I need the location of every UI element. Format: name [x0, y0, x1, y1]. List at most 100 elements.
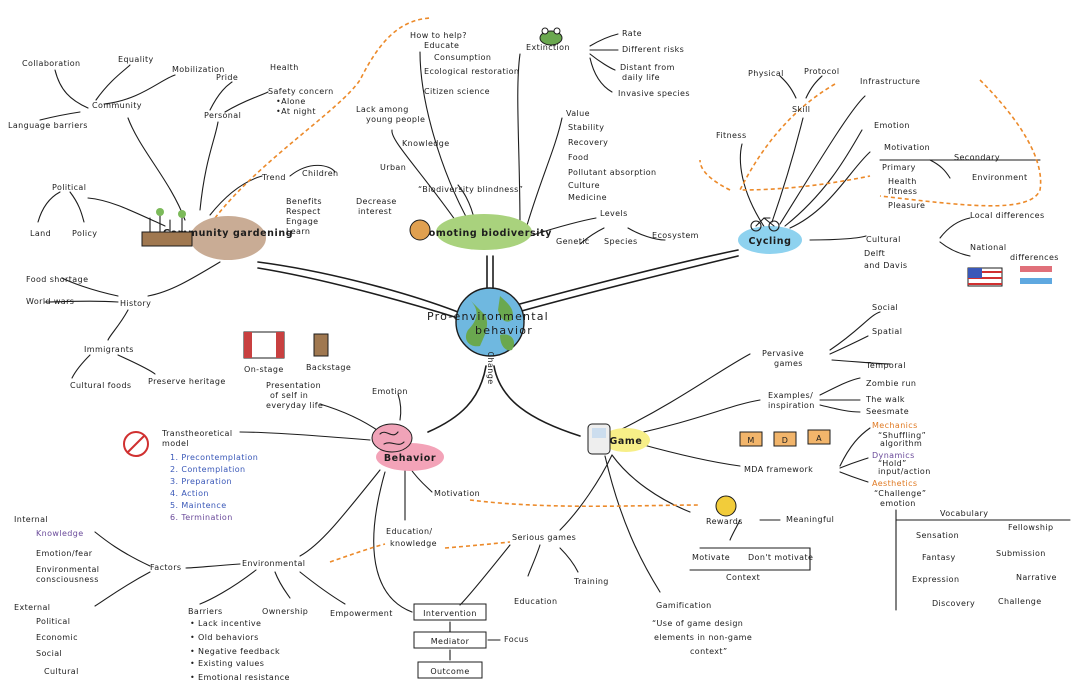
label-env-consciousness-1: Environmental — [36, 565, 99, 574]
flag-netherlands-icon — [1020, 266, 1052, 284]
label-learn: Learn — [286, 227, 310, 236]
label-mda-framework: MDA framework — [744, 465, 813, 474]
label-distant-from: Distant from — [620, 63, 675, 72]
value-item: Medicine — [568, 193, 607, 202]
label-pride: Pride — [216, 73, 238, 82]
label-respect: Respect — [286, 207, 321, 216]
theater-stage-icon — [243, 331, 285, 359]
label-social: Social — [36, 649, 62, 658]
barrier-item: • Lack incentive — [190, 619, 261, 628]
label-meaningful: Meaningful — [786, 515, 834, 524]
label-pervasive-1: Pervasive — [762, 349, 804, 358]
center-title-line-1: Pro-environmental — [427, 310, 549, 323]
label-motivate: Motivate — [692, 553, 730, 562]
label-serious-games: Serious games — [512, 533, 576, 542]
label-local-differences: Local differences — [970, 211, 1045, 220]
label-educate: Educate — [424, 41, 459, 50]
label-on-stage: On-stage — [244, 365, 284, 374]
value-item: Culture — [568, 181, 600, 190]
label-mechanics: Mechanics — [872, 421, 918, 430]
label-presentation-1: Presentation — [266, 381, 321, 390]
label-history: History — [120, 299, 151, 308]
label-env-consciousness-2: consciousness — [36, 575, 99, 584]
label-invasive-species: Invasive species — [618, 89, 690, 98]
flag-usa-icon — [967, 267, 1003, 287]
label-children: Children — [302, 169, 339, 178]
label-emotion: Emotion — [874, 121, 910, 130]
vocab-item: Discovery — [932, 599, 975, 608]
vocab-item: Challenge — [998, 597, 1042, 606]
label-aesthetics-note-1: “Challenge” — [874, 489, 926, 498]
label-emotion: Emotion — [372, 387, 408, 396]
hub-promoting-biodiversity[interactable]: Promoting biodiversity — [416, 214, 552, 250]
stage-item: 4. Action — [170, 489, 209, 498]
label-trend: Trend — [261, 173, 286, 182]
label-equality: Equality — [118, 55, 154, 64]
brain-icon — [371, 423, 413, 453]
label-ownership: Ownership — [262, 607, 308, 616]
label-levels: Levels — [600, 209, 628, 218]
label-daily-life: daily life — [622, 73, 660, 82]
label-blindness: “Biodiversity blindness” — [418, 185, 523, 194]
vocab-item: Submission — [996, 549, 1046, 558]
label-vocabulary: Vocabulary — [940, 509, 988, 518]
label-engage: Engage — [286, 217, 319, 226]
label-genetic: Genetic — [556, 237, 590, 246]
trophy-icon — [715, 495, 737, 517]
label-immigrants: Immigrants — [84, 345, 134, 354]
hub-cycling[interactable]: Cycling — [738, 226, 802, 254]
label-dynamics-note-2: input/action — [878, 467, 931, 476]
mda-d: D — [782, 436, 789, 445]
game-controller-icon — [587, 423, 611, 455]
label-dynamics-note-1: “Hold” — [878, 459, 907, 468]
label-fitness: Fitness — [716, 131, 747, 140]
label-transtheoretical-1: Transtheoretical — [161, 429, 232, 438]
mda-a: A — [816, 434, 822, 443]
label-species: Species — [604, 237, 638, 246]
label-spatial: Spatial — [872, 327, 902, 336]
label-social-game: Social — [872, 303, 898, 312]
label-health-fitness-1: Health — [888, 177, 917, 186]
label-intervention: Intervention — [423, 609, 477, 618]
label-pleasure: Pleasure — [888, 201, 925, 210]
hub-game[interactable]: Game — [602, 428, 650, 452]
label-mechanics-note-1: “Shuffling” — [878, 431, 926, 440]
barrier-item: • Emotional resistance — [190, 673, 290, 682]
lion-icon — [409, 219, 431, 241]
label-infrastructure: Infrastructure — [860, 77, 920, 86]
label-land: Land — [30, 229, 51, 238]
community-gardening-labels: Community Collaboration Equality Mobiliz… — [8, 55, 396, 238]
label-benefits: Benefits — [286, 197, 322, 206]
hub-game-label: Game — [610, 436, 643, 447]
outcome-box: Outcome — [417, 661, 483, 679]
center-globe: Pro-environmental behavior Change — [427, 287, 549, 385]
hub-community-gardening[interactable]: Community gardening — [163, 216, 293, 260]
value-item: Food — [568, 153, 589, 162]
label-aesthetics-note-2: emotion — [880, 499, 916, 508]
stage-item: 5. Maintence — [170, 501, 227, 510]
label-presentation-3: everyday life — [266, 401, 323, 410]
label-education-knowledge-1: Education/ — [386, 527, 433, 536]
rewards-group: Rewards Meaningful Motivate Don't motiva… — [692, 515, 834, 582]
center-title-line-2: behavior — [475, 324, 533, 337]
label-cultural: Cultural — [866, 235, 901, 244]
behavior-labels: On-stage Backstage Presentation of self … — [14, 363, 480, 682]
label-lack-among: Lack among — [356, 105, 409, 114]
barrier-item: • Existing values — [190, 659, 264, 668]
hub-behavior-label: Behavior — [384, 453, 436, 464]
value-item: Stability — [568, 123, 604, 132]
label-gamification: Gamification — [656, 601, 712, 610]
label-knowledge: Knowledge — [402, 139, 450, 148]
vocab-item: Fantasy — [922, 553, 956, 562]
label-empowerment: Empowerment — [330, 609, 393, 618]
label-personal: Personal — [204, 111, 241, 120]
label-safety-concern: Safety concern — [268, 87, 334, 96]
label-dynamics: Dynamics — [872, 451, 915, 460]
change-label: Change — [486, 351, 495, 384]
label-education: Education — [514, 597, 557, 606]
label-urban: Urban — [380, 163, 406, 172]
label-motivation: Motivation — [884, 143, 930, 152]
label-secondary: Secondary — [954, 153, 1000, 162]
label-focus: Focus — [504, 635, 529, 644]
label-ecosystem: Ecosystem — [652, 231, 699, 240]
